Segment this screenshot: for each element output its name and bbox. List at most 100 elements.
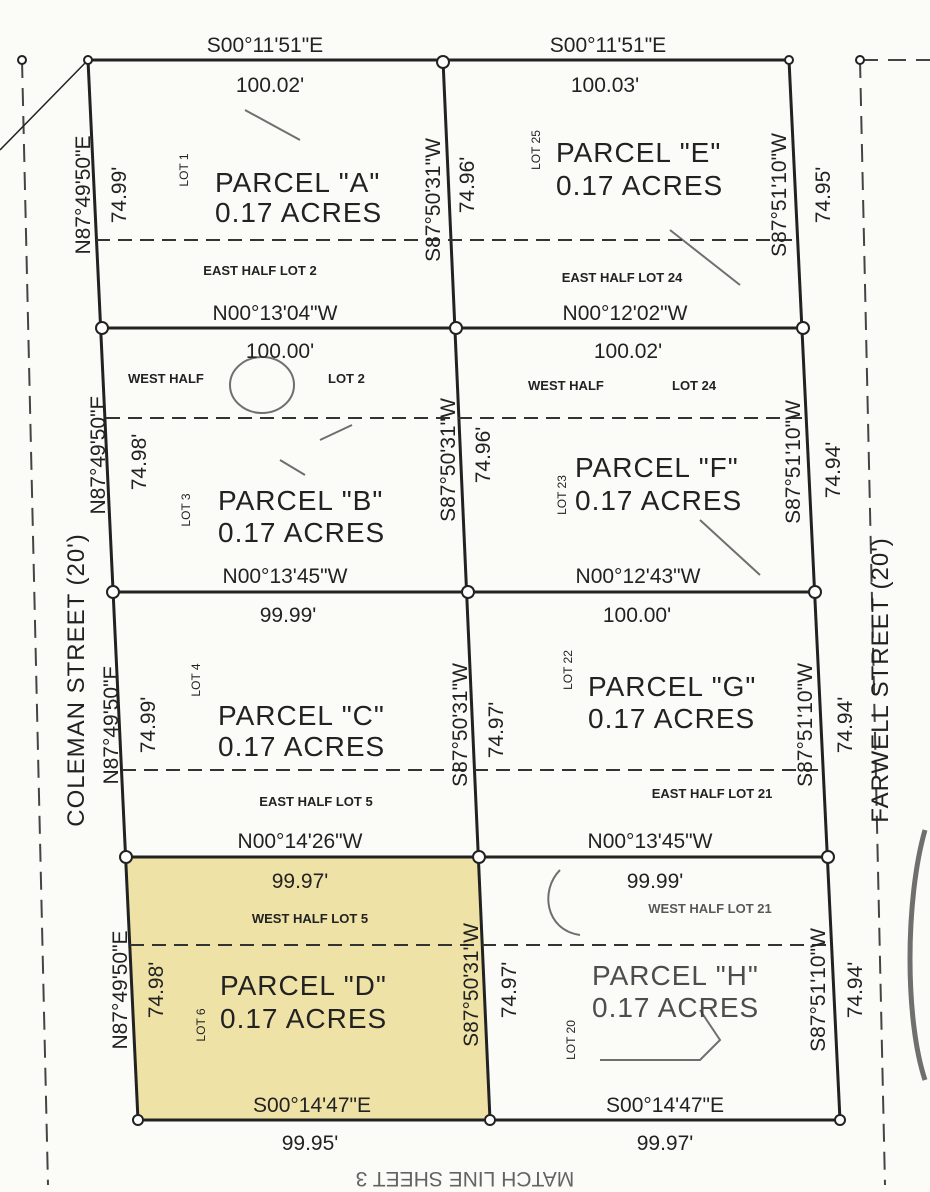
dist-west-1: 74.99' bbox=[108, 167, 131, 224]
bearing-row2-right: N00°12'43"W bbox=[576, 565, 701, 588]
parcel-d-highlight bbox=[126, 857, 490, 1120]
bearing-row1-left: N00°13'04"W bbox=[213, 302, 338, 325]
parcel-area: 0.17 ACRES bbox=[588, 703, 755, 734]
bearing-mid-3: S87°50'31"W bbox=[449, 663, 472, 787]
bearing-bottom-left: S00°14'47"E bbox=[253, 1094, 371, 1117]
street-label-coleman: COLEMAN STREET (20') bbox=[63, 533, 90, 827]
dist-west-4: 74.98' bbox=[145, 962, 168, 1019]
half-lot-label: WEST HALF bbox=[528, 378, 604, 393]
lot-number: LOT 3 bbox=[179, 493, 193, 526]
bearing-west-3: N87°49'50"E bbox=[100, 665, 123, 784]
bearing-west-2: N87°49'50"E bbox=[87, 395, 110, 514]
dist-r3-left: 99.99' bbox=[260, 604, 317, 627]
parcel-h: PARCEL "H" 0.17 ACRES LOT 20 bbox=[564, 960, 759, 1060]
bearing-top-left: S00°11'51"E bbox=[207, 34, 323, 57]
dist-r4-left: 99.97' bbox=[272, 870, 329, 893]
half-lot-label: EAST HALF LOT 5 bbox=[259, 794, 372, 809]
east-street-line bbox=[859, 59, 886, 1186]
parcel-d: PARCEL "D" 0.17 ACRES LOT 6 bbox=[194, 970, 387, 1042]
middle-boundary-labels: S87°50'31"W 74.96' S87°50'31"W 74.96' S8… bbox=[422, 138, 521, 1047]
dist-r2-left: 100.00' bbox=[246, 340, 314, 363]
parcel-c: PARCEL "C" 0.17 ACRES LOT 4 bbox=[189, 663, 385, 762]
half-lot-label: LOT 2 bbox=[328, 371, 365, 386]
bearing-bottom-right: S00°14'47"E bbox=[606, 1094, 724, 1117]
parcel-area: 0.17 ACRES bbox=[215, 197, 382, 228]
dist-bottom-right: 99.97' bbox=[637, 1132, 694, 1155]
dist-mid-1: 74.96' bbox=[456, 157, 479, 214]
half-lot-label: EAST HALF LOT 2 bbox=[203, 263, 316, 278]
bearing-top-right: S00°11'51"E bbox=[550, 34, 666, 57]
bearing-west-4: N87°49'50"E bbox=[109, 930, 132, 1049]
bearing-row3-right: N00°13'45"W bbox=[588, 830, 713, 853]
parcel-a: PARCEL "A" 0.17 ACRES LOT 1 bbox=[177, 153, 382, 228]
half-lot-label: WEST HALF LOT 5 bbox=[252, 911, 368, 926]
parcel-area: 0.17 ACRES bbox=[556, 170, 723, 201]
parcel-area: 0.17 ACRES bbox=[220, 1003, 387, 1034]
half-lot-label: EAST HALF LOT 21 bbox=[652, 786, 773, 801]
bearing-mid-1: S87°50'31"W bbox=[422, 138, 445, 262]
dist-east-3: 74.94' bbox=[834, 697, 857, 754]
parcel-area: 0.17 ACRES bbox=[218, 517, 385, 548]
parcel-g: PARCEL "G" 0.17 ACRES LOT 22 bbox=[561, 650, 756, 734]
bearing-east-4: S87°51'10"W bbox=[807, 928, 830, 1052]
parcel-area: 0.17 ACRES bbox=[575, 485, 742, 516]
bearing-east-2: S87°51'10"W bbox=[782, 400, 805, 524]
match-line-label: MATCH LINE SHEET 3 bbox=[356, 1167, 575, 1190]
half-lot-label: EAST HALF LOT 24 bbox=[562, 270, 683, 285]
lot-number: LOT 23 bbox=[555, 475, 569, 515]
bearing-mid-4: S87°50'31"W bbox=[460, 923, 483, 1047]
parcel-name: PARCEL "E" bbox=[556, 137, 721, 168]
lot-number: LOT 25 bbox=[529, 130, 543, 170]
arrow-line bbox=[0, 59, 89, 151]
parcel-name: PARCEL "B" bbox=[218, 485, 383, 516]
dist-east-4: 74.94' bbox=[844, 962, 867, 1019]
parcel-name: PARCEL "C" bbox=[218, 700, 385, 731]
bearing-row2-left: N00°13'45"W bbox=[223, 565, 348, 588]
parcel-name: PARCEL "G" bbox=[588, 671, 756, 702]
parcel-area: 0.17 ACRES bbox=[218, 731, 385, 762]
half-lot-label: LOT 24 bbox=[672, 378, 717, 393]
corner-pins bbox=[17, 55, 865, 1126]
lot-lines bbox=[86, 58, 842, 1122]
dist-bottom-left: 99.95' bbox=[282, 1132, 339, 1155]
dist-r4-right: 99.99' bbox=[627, 870, 684, 893]
parcel-name: PARCEL "H" bbox=[592, 960, 759, 991]
dist-r2-right: 100.02' bbox=[594, 340, 662, 363]
east-boundary-labels: S87°51'10"W 74.95' S87°51'10"W 74.94' S8… bbox=[768, 133, 867, 1052]
handwritten-marks bbox=[229, 109, 928, 1081]
west-street-line bbox=[21, 59, 49, 1186]
lot-number: LOT 1 bbox=[177, 153, 191, 186]
dist-west-3: 74.99' bbox=[137, 697, 160, 754]
bearing-east-3: S87°51'10"W bbox=[794, 663, 817, 787]
parcel-f: PARCEL "F" 0.17 ACRES LOT 23 bbox=[555, 452, 742, 516]
bearing-east-1: S87°51'10"W bbox=[768, 133, 791, 257]
parcel-e: PARCEL "E" 0.17 ACRES LOT 25 bbox=[529, 130, 723, 201]
dist-r3-right: 100.00' bbox=[603, 604, 671, 627]
bearing-row3-left: N00°14'26"W bbox=[238, 830, 363, 853]
street-label-farwell: FARWELL STREET (20') bbox=[867, 537, 894, 823]
dist-top-right: 100.03' bbox=[571, 74, 639, 97]
lot-number: LOT 22 bbox=[561, 650, 575, 690]
bearing-row1-right: N00°12'02"W bbox=[563, 302, 688, 325]
dist-mid-2: 74.96' bbox=[472, 427, 495, 484]
parcel-b: PARCEL "B" 0.17 ACRES LOT 3 bbox=[179, 485, 385, 548]
lot-number: LOT 20 bbox=[564, 1020, 578, 1060]
bearing-mid-2: S87°50'31"W bbox=[437, 398, 460, 522]
bearing-west-1: N87°49'50"E bbox=[72, 135, 95, 254]
lot-number: LOT 6 bbox=[194, 1008, 208, 1041]
dist-east-2: 74.94' bbox=[822, 442, 845, 499]
half-lot-label: WEST HALF LOT 21 bbox=[648, 901, 772, 916]
parcel-area: 0.17 ACRES bbox=[592, 992, 759, 1023]
lot-number: LOT 4 bbox=[189, 663, 203, 696]
parcel-name: PARCEL "A" bbox=[215, 167, 380, 198]
dist-mid-3: 74.97' bbox=[485, 702, 508, 759]
parcel-name: PARCEL "D" bbox=[220, 970, 387, 1001]
dist-west-2: 74.98' bbox=[128, 434, 151, 491]
dist-top-left: 100.02' bbox=[236, 74, 304, 97]
dist-east-1: 74.95' bbox=[812, 167, 835, 224]
dist-mid-4: 74.97' bbox=[498, 962, 521, 1019]
west-boundary-labels: N87°49'50"E 74.99' N87°49'50"E 74.98' N8… bbox=[72, 135, 168, 1049]
parcel-name: PARCEL "F" bbox=[575, 452, 739, 483]
half-lot-label: WEST HALF bbox=[128, 371, 204, 386]
